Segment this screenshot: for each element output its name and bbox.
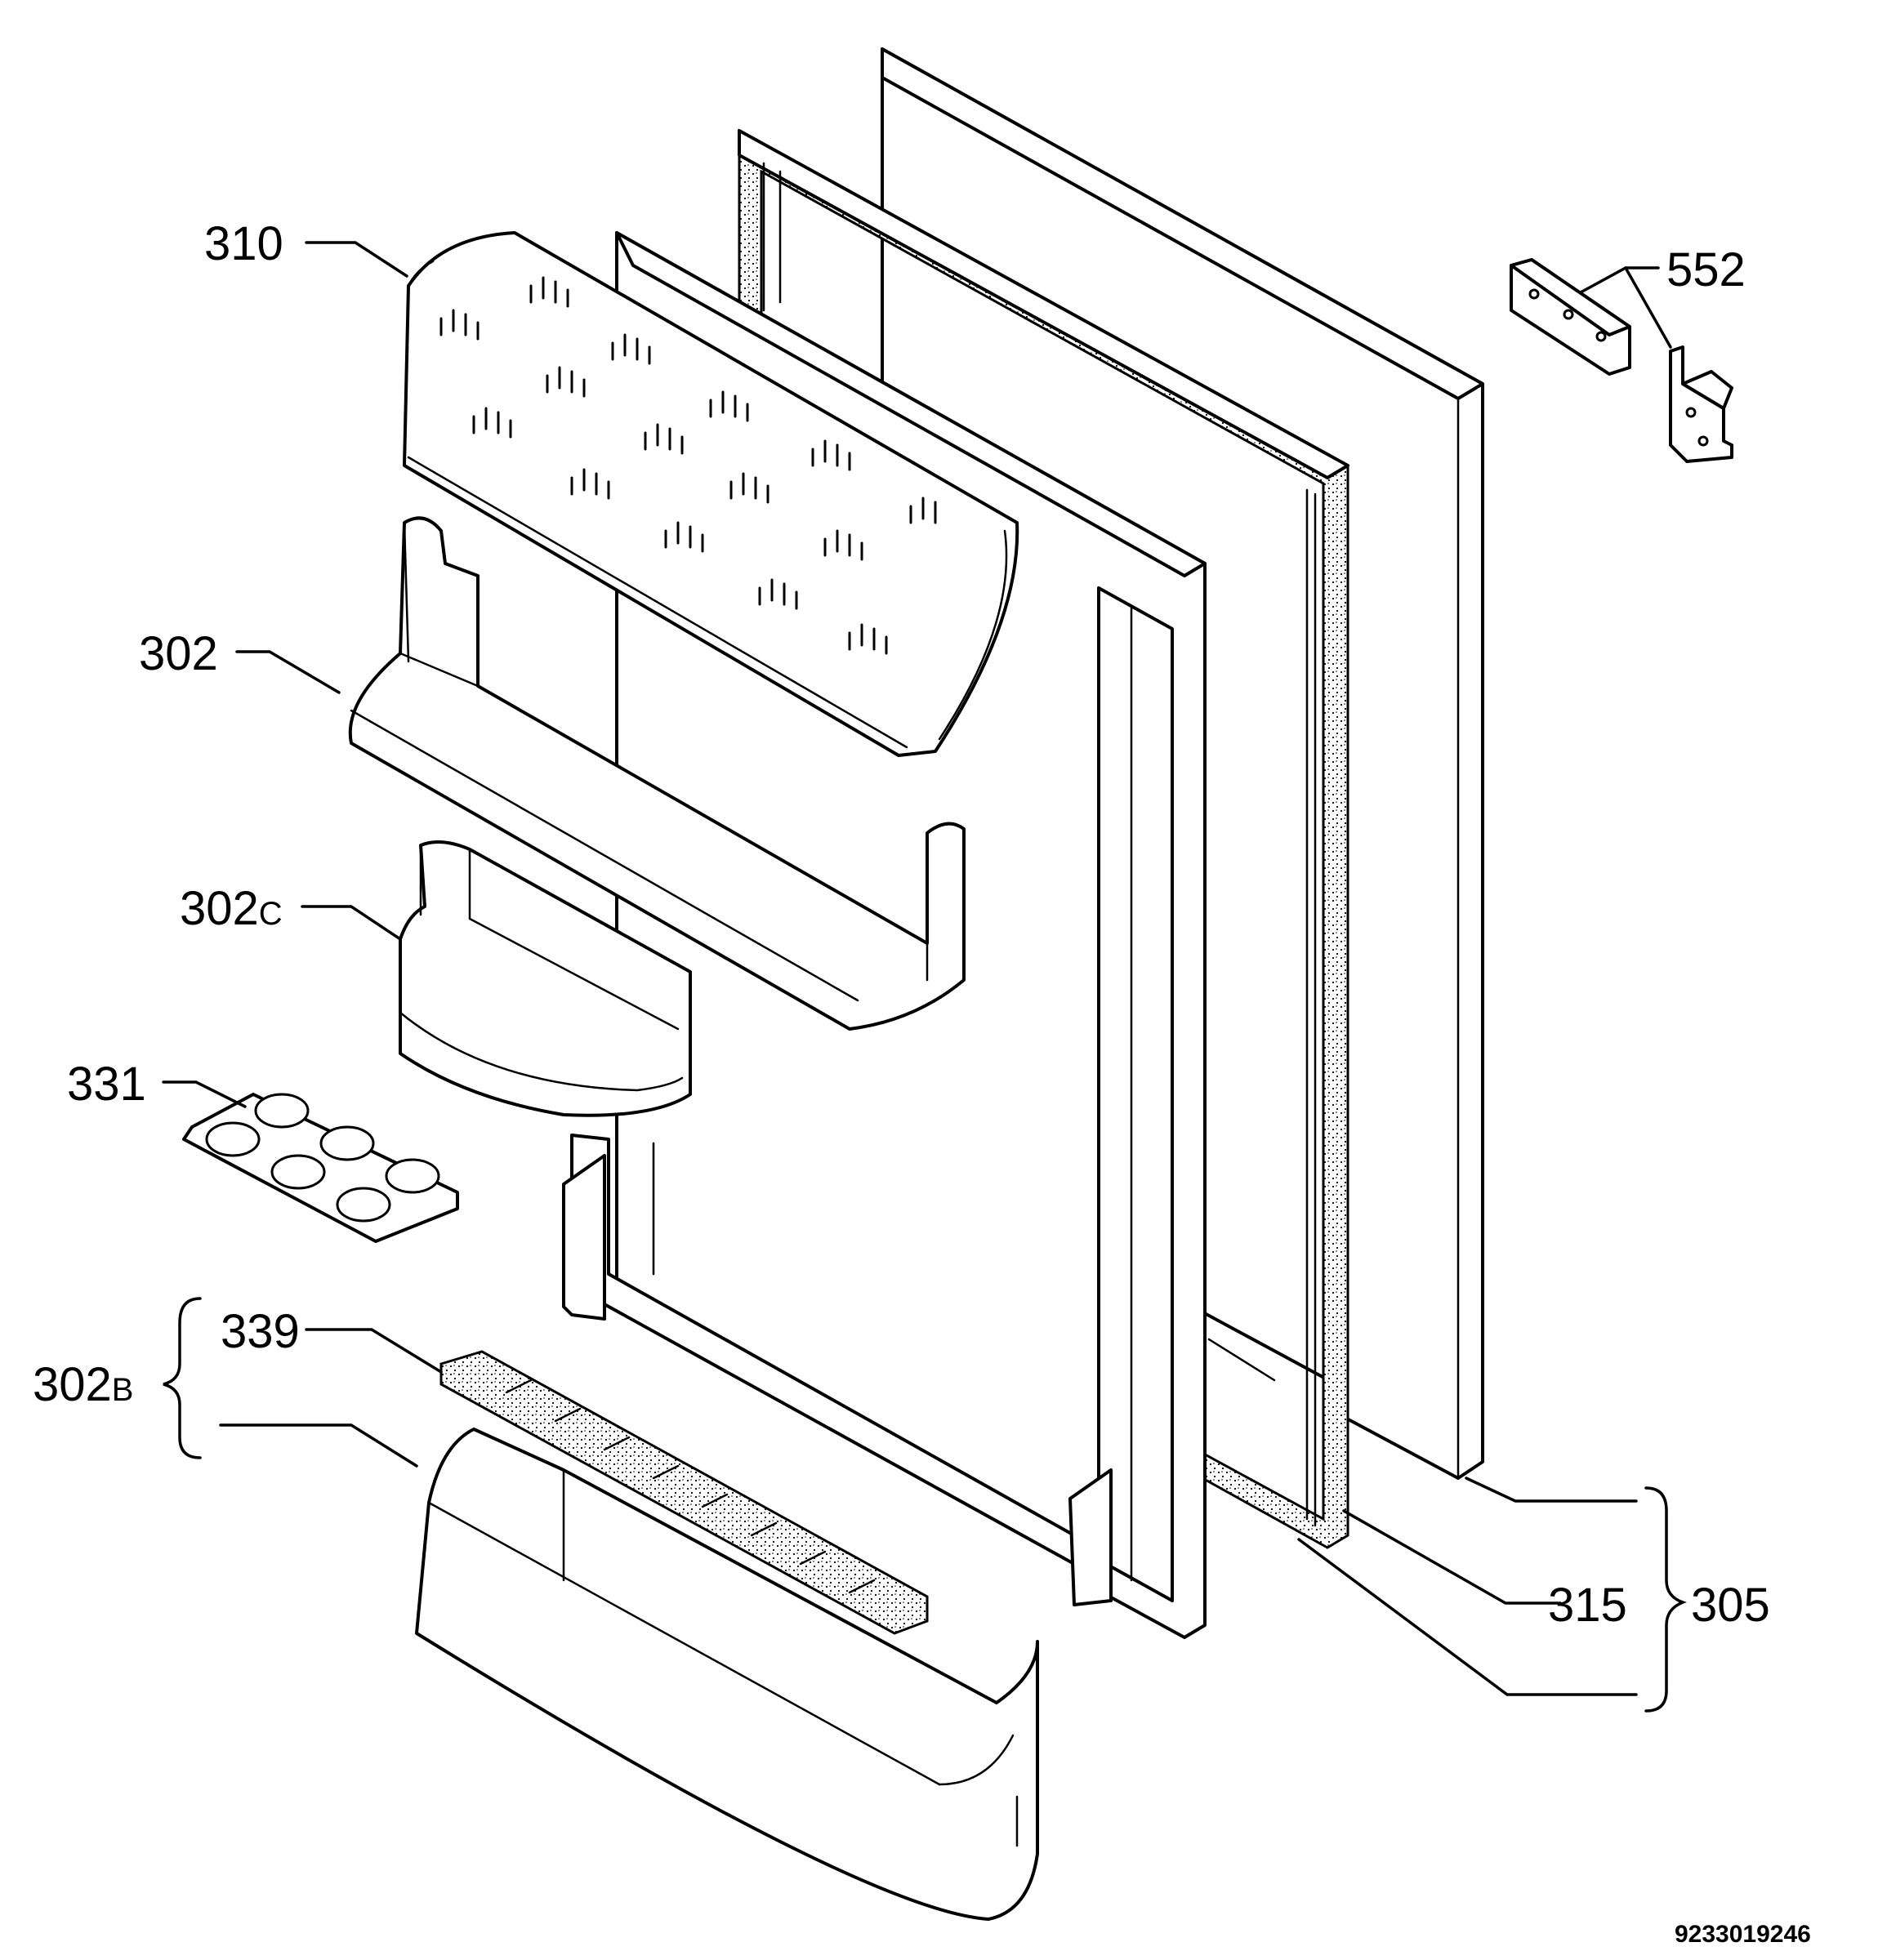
label-552: 552 [1666,243,1746,296]
label-302: 302 [139,627,218,680]
leader-lines [162,241,1672,1696]
part-labels: 310 302 302C 331 339 302B 552 315 305 92… [33,217,1811,1948]
label-302b: 302B [33,1358,133,1411]
dairy-cover-310 [403,231,1019,757]
document-number: 9233019246 [1675,1921,1811,1948]
label-315: 315 [1548,1579,1627,1632]
hinge-brackets-552 [1510,258,1733,463]
egg-tray-331 [182,1093,459,1243]
door-shelf-302 [348,516,966,1031]
label-310: 310 [204,217,283,270]
egg-cups [205,1093,440,1223]
small-bin-302c [399,840,692,1117]
label-302c: 302C [180,882,283,935]
label-339: 339 [221,1305,300,1358]
bottle-shelf-302b [415,1428,1039,1921]
label-302c-number: 302 [180,882,259,935]
label-302b-number: 302 [33,1358,112,1411]
vent-pattern [439,276,937,655]
door-gasket [738,128,1349,1549]
bottle-retainer-339 [439,1350,929,1635]
label-305: 305 [1691,1579,1770,1632]
label-302c-suffix: C [259,896,283,932]
label-302b-suffix: B [112,1372,134,1408]
label-331: 331 [67,1058,146,1111]
braces [163,1297,1687,1713]
